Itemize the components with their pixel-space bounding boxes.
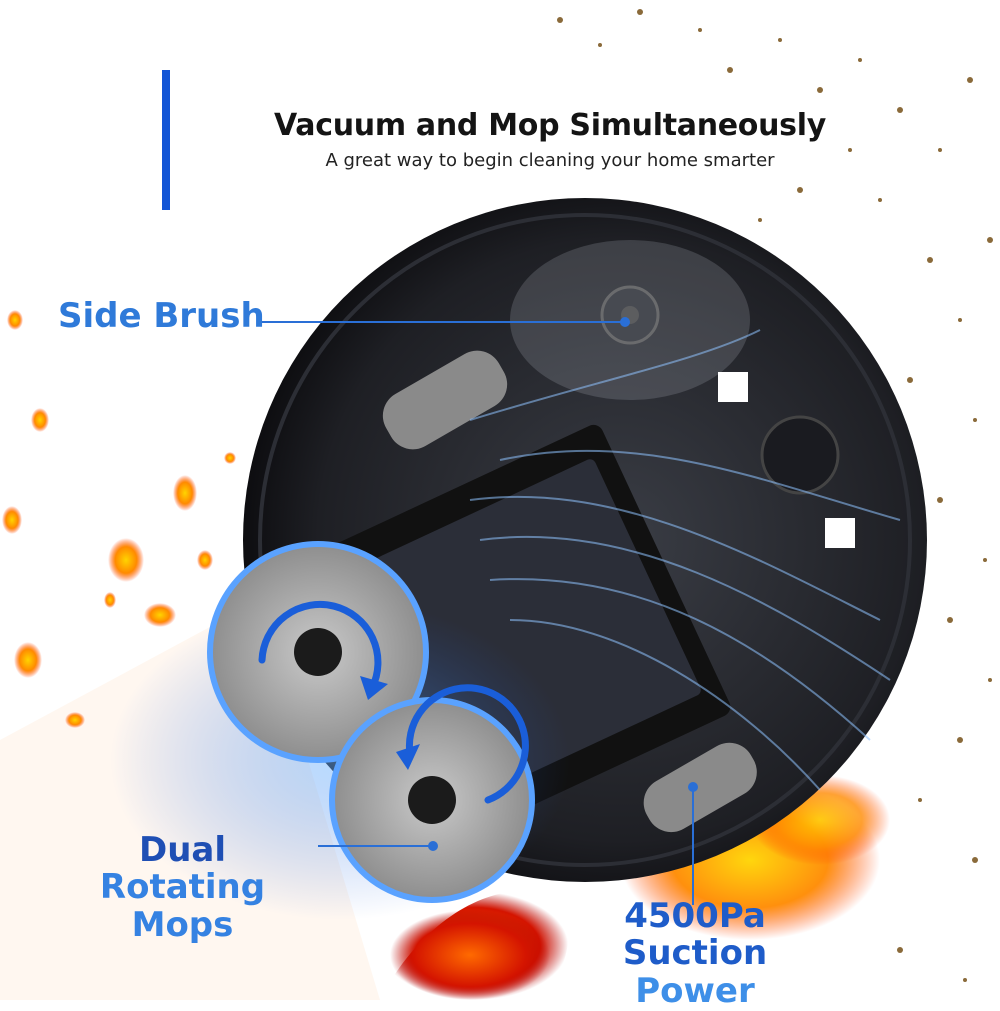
suction-label: 4500Pa Suction Power <box>560 896 830 1011</box>
mops-label-word1: Dual <box>138 830 227 870</box>
mops-label-word2: Rotating <box>99 867 266 908</box>
mop-pad-icon <box>207 541 429 763</box>
callout-leaders <box>262 317 698 905</box>
accent-bar <box>162 70 170 210</box>
page-title: Vacuum and Mop Simultaneously <box>274 108 826 143</box>
rotation-arrow-icon <box>396 684 529 804</box>
mops-label: Dual Rotating Mops <box>55 830 310 945</box>
mops-label-word3: Mops <box>131 904 234 945</box>
red-flame-swoosh <box>380 891 569 1000</box>
suction-airflow <box>469 329 901 791</box>
suction-label-value: 4500Pa <box>624 896 766 936</box>
wheel-icon <box>382 350 757 833</box>
suction-label-word2: Power <box>635 970 755 1011</box>
page-subtitle: A great way to begin cleaning your home … <box>325 150 775 171</box>
mop-pad-icon <box>329 697 535 903</box>
suction-label-word1: Suction <box>622 933 768 974</box>
side-brush-icon <box>510 240 750 400</box>
flame-particles <box>2 310 236 728</box>
dust-particles <box>557 9 993 982</box>
robot-vacuum-icon <box>243 198 927 882</box>
rotation-arrow-icon <box>258 600 388 700</box>
side-brush-label: Side Brush <box>58 296 265 336</box>
